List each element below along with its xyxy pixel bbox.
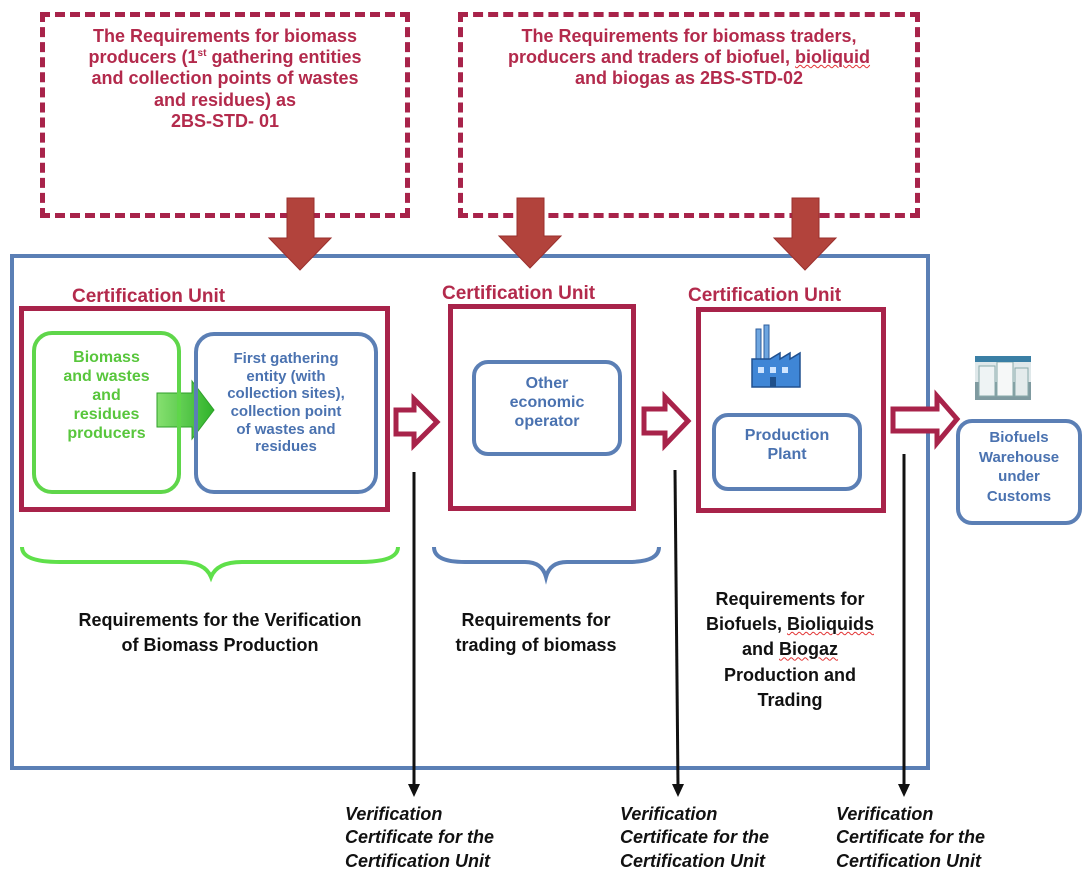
certification-unit-label-2: Certification Unit: [442, 283, 596, 304]
brace-blue: [432, 546, 661, 585]
requirements-biofuels: Requirements for Biofuels, Bioliquids an…: [705, 589, 874, 710]
brace-green: [20, 546, 400, 583]
requirements-biomass-production: Requirements for the Verification of Bio…: [78, 610, 362, 656]
std01-line5: 2BS-STD- 01: [170, 110, 280, 131]
producers-box: [32, 331, 181, 494]
factory-icon: [748, 323, 804, 391]
down-arrow-2: [497, 197, 563, 269]
hollow-arrow-3: [890, 389, 961, 450]
std01-line2: producers (1st gathering entities: [88, 47, 362, 68]
certification-unit-label-3: Certification Unit: [688, 285, 842, 306]
certification-unit-2-frame: [448, 304, 636, 511]
verify-arrow-1: [408, 784, 420, 797]
verify-arrow-2: [672, 784, 684, 797]
gathering-entity-box: [194, 332, 378, 494]
warehouse-box: [956, 419, 1082, 525]
certification-unit-3-frame: [696, 307, 886, 513]
production-plant-box: [712, 413, 862, 491]
requirements-std01-text: The Requirements for biomass producers (…: [40, 26, 410, 132]
std01-line3: and collection points of wastes: [91, 68, 359, 89]
down-arrow-1: [267, 197, 333, 271]
certification-unit-label-1: Certification Unit: [72, 286, 226, 307]
std02-line2: producers and traders of biofuel, bioliq…: [507, 47, 871, 68]
certification-unit-1-frame: [19, 306, 390, 512]
hollow-arrow-1: [393, 392, 441, 452]
other-operator-box: [472, 360, 622, 456]
std01-line4: and residues) as: [153, 89, 297, 110]
requirements-std01-box: [40, 12, 410, 218]
verify-arrow-3: [898, 784, 910, 797]
std01-line1: The Requirements for biomass: [92, 26, 358, 46]
green-arrow: [156, 379, 215, 441]
down-arrow-3: [772, 197, 838, 271]
requirements-trading: Requirements for trading of biomass: [455, 610, 617, 656]
requirements-std02-box: [458, 12, 920, 218]
std02-line3: and biogas as 2BS-STD-02: [574, 68, 804, 89]
warehouse-tank-icon: [975, 356, 1031, 400]
requirements-std02-text: The Requirements for biomass traders, pr…: [458, 26, 920, 90]
std02-line1: The Requirements for biomass traders,: [521, 26, 857, 46]
hollow-arrow-2: [641, 390, 692, 452]
outer-frame: [10, 254, 930, 770]
